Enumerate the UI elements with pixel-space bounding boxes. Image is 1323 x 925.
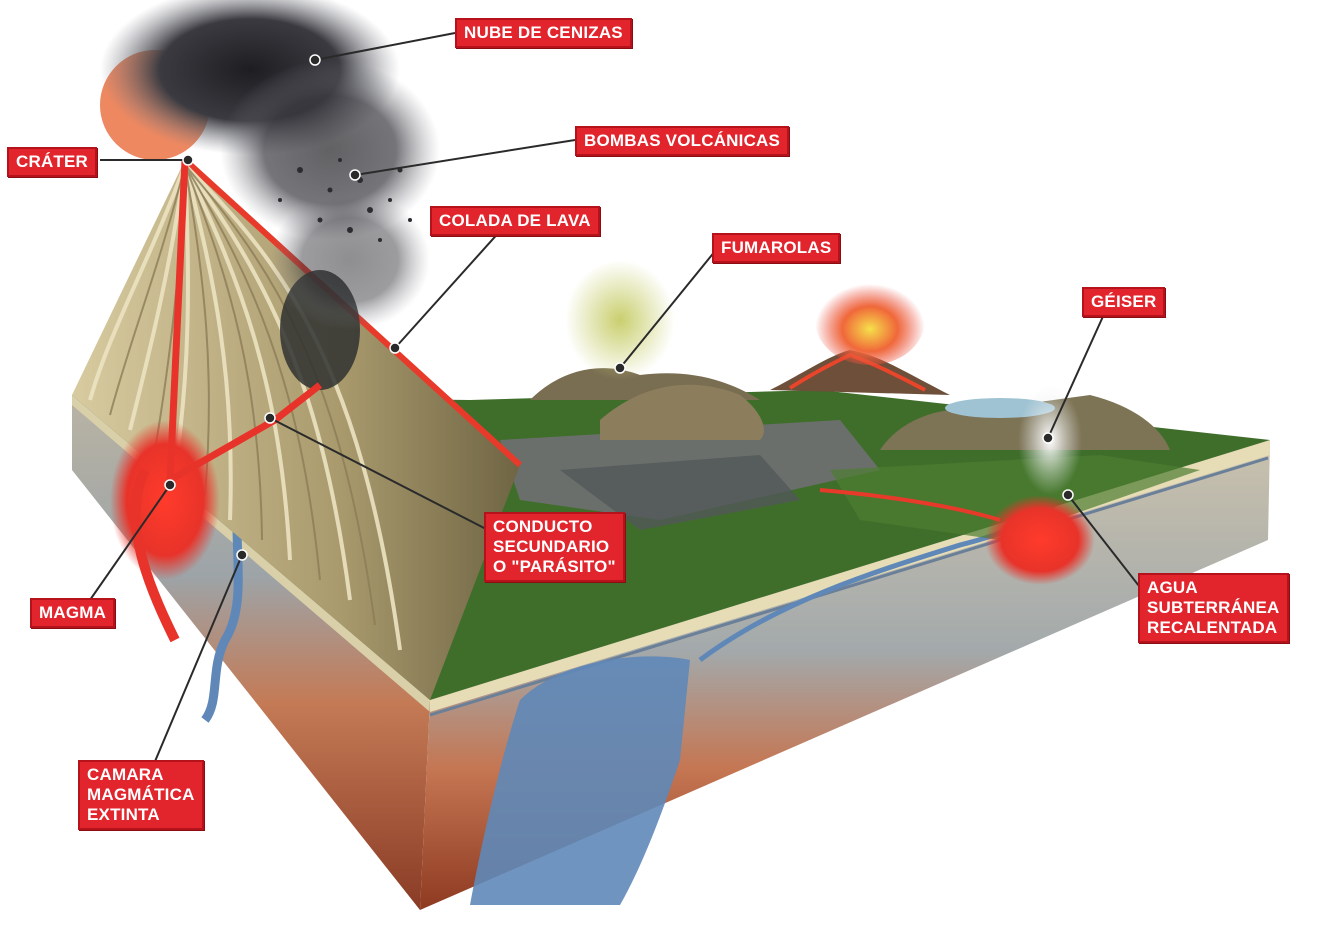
- label-lava-flow: COLADA DE LAVA: [430, 206, 600, 236]
- label-extinct-chamber: CAMARA MAGMÁTICA EXTINTA: [78, 760, 204, 830]
- label-ash-cloud: NUBE DE CENIZAS: [455, 18, 632, 48]
- label-geyser: GÉISER: [1082, 287, 1165, 317]
- label-crater: CRÁTER: [7, 147, 97, 177]
- label-volcanic-bombs: BOMBAS VOLCÁNICAS: [575, 126, 789, 156]
- label-magma: MAGMA: [30, 598, 115, 628]
- label-heated-groundwater: AGUA SUBTERRÁNEA RECALENTADA: [1138, 573, 1289, 643]
- label-parasitic-conduit: CONDUCTO SECUNDARIO O "PARÁSITO": [484, 512, 625, 582]
- label-fumaroles: FUMAROLAS: [712, 233, 840, 263]
- distant-volcano: [770, 275, 950, 395]
